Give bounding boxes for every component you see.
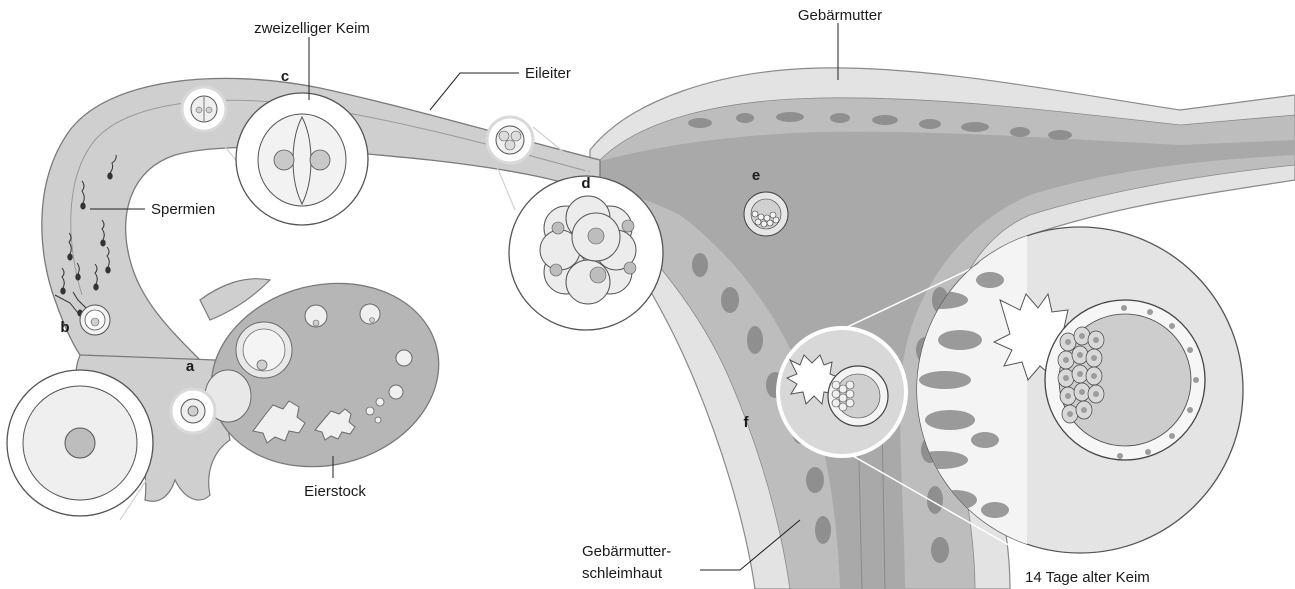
stage-letter-c: c	[281, 68, 289, 85]
label-14-tage-alter-keim: 14 Tage alter Keim	[1025, 569, 1150, 586]
label-eileiter: Eileiter	[525, 65, 571, 82]
label-spermien: Spermien	[151, 201, 215, 218]
follicle	[389, 385, 403, 399]
label-gebaermutter: Gebärmutter	[798, 7, 882, 24]
label-zweizelliger-keim: zweizelliger Keim	[254, 20, 370, 37]
stage-e-blastocyst	[744, 192, 788, 236]
stage-letter-e: e	[752, 167, 760, 184]
label-schleimhaut-2: schleimhaut	[582, 565, 663, 582]
label-schleimhaut-1: Gebärmutter-	[582, 543, 671, 560]
follicle	[396, 350, 412, 366]
stage-b-fertilization	[80, 305, 110, 335]
stage-letter-a: a	[186, 358, 195, 375]
label-eierstock: Eierstock	[304, 483, 366, 500]
stage-letter-b: b	[60, 319, 69, 336]
stage-letter-d: d	[581, 175, 590, 192]
